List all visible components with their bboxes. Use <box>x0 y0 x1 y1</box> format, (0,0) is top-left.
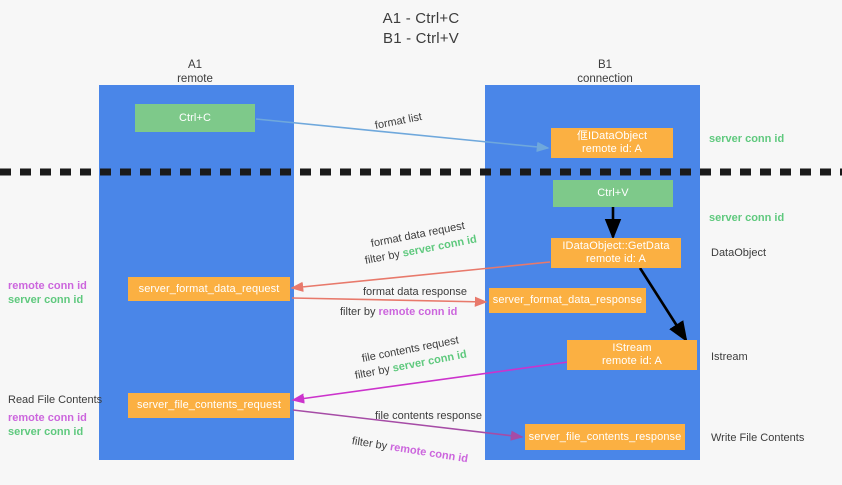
right-label-istream-text: Istream <box>711 351 748 363</box>
column-header-a1-name: A1 <box>187 59 203 71</box>
edge-getdata-to-istream <box>638 267 688 343</box>
left-label-conn-ids-low-remote: remote conn id <box>8 412 87 424</box>
node-getdata-line2: remote id: A <box>586 253 646 265</box>
edge-label-format-data-response-text: format data response <box>363 286 467 298</box>
node-server-format-data-response[interactable]: server_format_data_response <box>489 288 646 313</box>
left-label-read-file-contents-text: Read File Contents <box>8 394 103 406</box>
node-server-file-contents-response[interactable]: server_file_contents_response <box>525 424 685 450</box>
edge-format-data-response <box>291 296 488 307</box>
page-title-line-1: A1 - Ctrl+C <box>382 10 460 27</box>
edge-format-list <box>255 118 550 152</box>
right-label-write-file-contents: Write File Contents <box>711 431 804 446</box>
node-ctrl-c-label: Ctrl+C <box>178 111 212 124</box>
right-label-server-conn-id-top-text: server conn id <box>709 133 785 145</box>
column-header-b1-name: B1 <box>597 59 613 71</box>
column-header-b1-sub: connection <box>577 73 633 85</box>
node-ctrl-v[interactable]: Ctrl+V <box>553 180 673 207</box>
node-server-file-contents-request-label: server_file_contents_request <box>136 399 282 411</box>
node-server-format-data-response-label: server_format_data_response <box>492 294 643 306</box>
left-label-conn-ids-low-server: server conn id <box>8 426 84 438</box>
node-server-format-data-request[interactable]: server_format_data_request <box>128 277 290 301</box>
filter-prefix: filter by <box>340 306 379 318</box>
right-label-write-file-contents-text: Write File Contents <box>711 432 805 444</box>
node-getdata[interactable]: IDataObject::GetData remote id: A <box>551 238 681 268</box>
node-server-file-contents-request[interactable]: server_file_contents_request <box>128 393 290 418</box>
right-label-server-conn-id-mid-text: server conn id <box>709 212 785 224</box>
right-label-server-conn-id-top: server conn id <box>709 132 784 146</box>
node-istream[interactable]: IStream remote id: A <box>567 340 697 370</box>
node-ctrl-v-label: Ctrl+V <box>597 187 629 199</box>
column-header-a1: A1 remote <box>135 58 255 86</box>
right-label-istream: Istream <box>711 350 748 365</box>
node-idataobject-line2: remote id: A <box>582 143 642 155</box>
node-ctrl-c[interactable]: Ctrl+C <box>135 104 255 132</box>
edge-format-data-request <box>290 261 551 292</box>
keyword-remote-conn-id: remote conn id <box>378 306 458 318</box>
column-header-a1-sub: remote <box>177 73 213 85</box>
right-label-dataobject-text: DataObject <box>711 247 767 259</box>
edge-label-format-data-response-filter: filter by remote conn id <box>340 305 457 319</box>
left-label-conn-ids-mid-remote: remote conn id <box>8 280 87 292</box>
node-server-format-data-request-label: server_format_data_request <box>138 282 280 295</box>
right-label-dataobject: DataObject <box>711 246 766 261</box>
node-istream-line2: remote id: A <box>602 355 662 367</box>
node-istream-line1: IStream <box>612 342 652 354</box>
edge-file-contents-request <box>291 361 569 404</box>
left-label-conn-ids-mid-server: server conn id <box>8 294 84 306</box>
edge-label-file-contents-response-text: file contents response <box>375 410 483 422</box>
edge-file-contents-response <box>292 409 524 441</box>
right-label-server-conn-id-mid: server conn id <box>709 211 784 225</box>
left-label-conn-ids-low: remote conn id server conn id <box>8 411 87 439</box>
node-server-file-contents-response-label: server_file_contents_response <box>528 430 682 443</box>
edge-label-file-contents-response: file contents response <box>375 409 482 423</box>
node-idataobject[interactable]: 㑌IDataObject remote id: A <box>551 128 673 158</box>
left-label-conn-ids-mid: remote conn id server conn id <box>8 279 87 307</box>
node-getdata-line1: IDataObject::GetData <box>562 240 670 252</box>
page-title-line-2: B1 - Ctrl+V <box>383 30 459 47</box>
column-header-b1: B1 connection <box>540 58 670 86</box>
left-label-read-file-contents: Read File Contents <box>8 393 102 408</box>
node-idataobject-line1: 㑌IDataObject <box>576 130 648 142</box>
edge-label-format-data-response: format data response <box>363 285 467 299</box>
